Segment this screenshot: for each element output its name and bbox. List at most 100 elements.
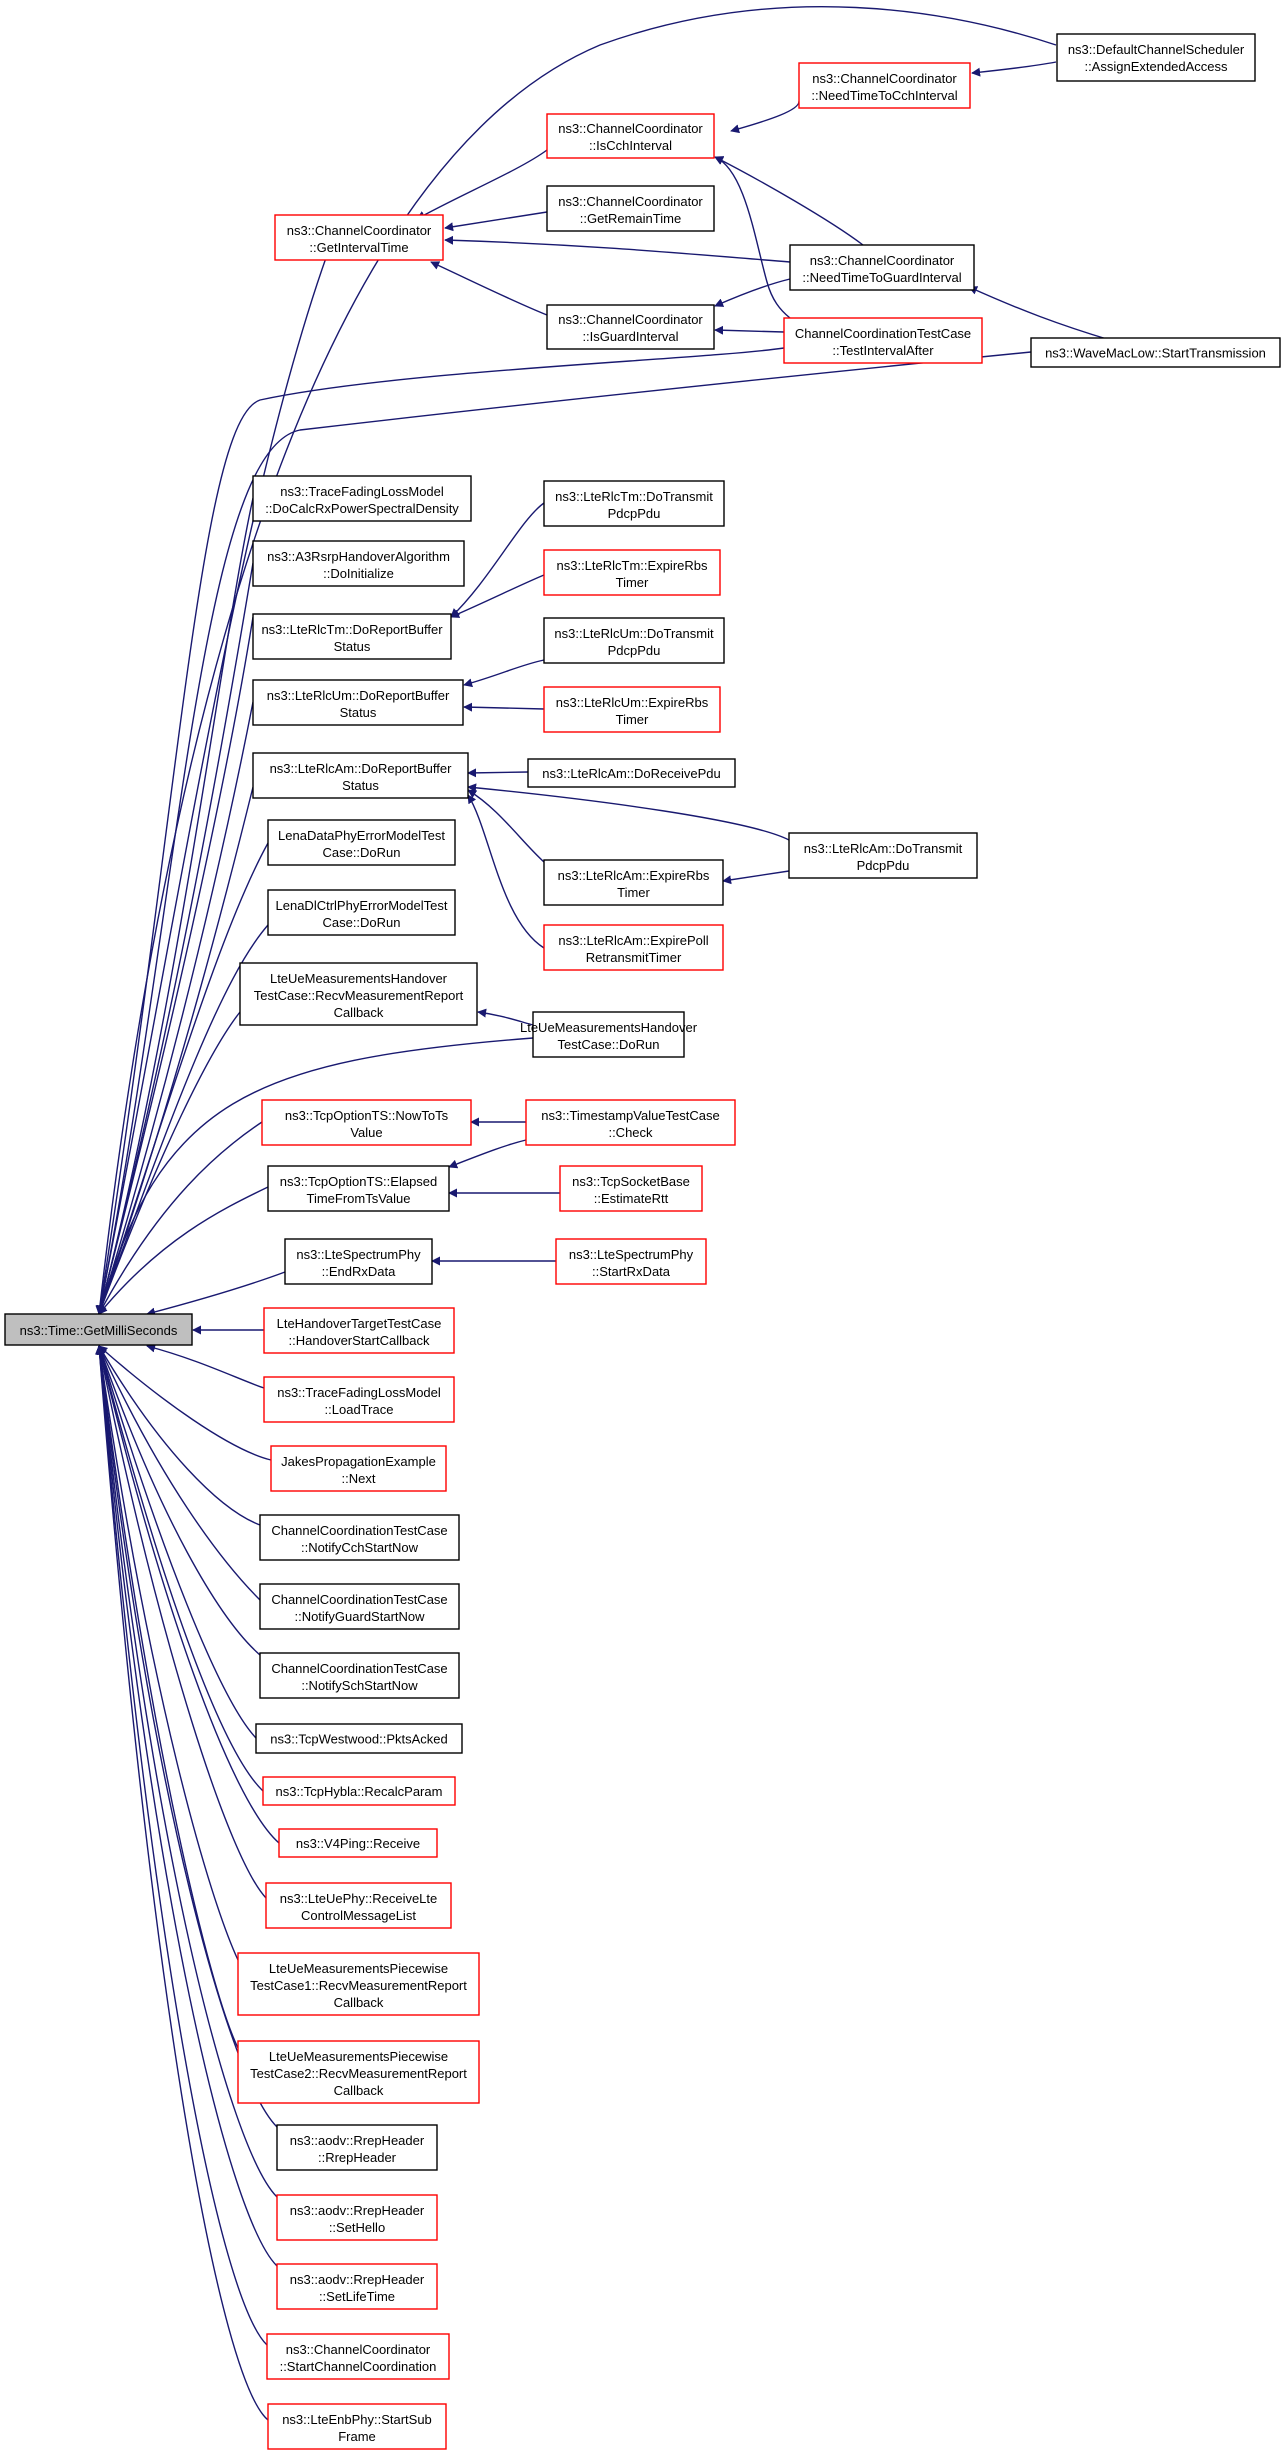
node-isg-line-1: ns3::ChannelCoordinator [558,312,703,327]
node-th[interactable]: ns3::TcpHybla::RecalcParam [262,1776,456,1806]
node-ccn3-line-1: ChannelCoordinationTestCase [271,1661,447,1676]
node-amrp[interactable]: ns3::LteRlcAm::DoReceivePdu [527,758,736,788]
edge-umdt-umrb [463,659,545,688]
node-tia-line-2: ::TestIntervalAfter [832,343,934,358]
edge-ccn1-root [98,1345,261,1526]
node-tsb[interactable]: ns3::TcpSocketBase::EstimateRtt [559,1165,703,1212]
node-dcs-line-1: ns3::DefaultChannelScheduler [1068,42,1245,57]
node-tsb-line-2: ::EstimateRtt [594,1191,669,1206]
node-tcpel-line-1: ns3::TcpOptionTS::Elapsed [280,1174,438,1189]
node-jpe[interactable]: JakesPropagationExample::Next [270,1445,447,1492]
node-tsv-line-2: ::Check [608,1125,653,1140]
node-rrep2[interactable]: ns3::aodv::RrepHeader::SetHello [276,2194,438,2241]
node-tmex-line-1: ns3::LteRlcTm::ExpireRbs [557,558,708,573]
edge-rrep3-root [95,1345,278,2267]
node-grt[interactable]: ns3::ChannelCoordinator::GetRemainTime [546,185,715,232]
node-v4[interactable]: ns3::V4Ping::Receive [278,1828,438,1858]
node-jpe-line-2: ::Next [342,1471,376,1486]
edge-enb-root [95,1345,269,2421]
edge-th-root [96,1345,264,1792]
node-amep-line-1: ns3::LteRlcAm::ExpirePoll [558,933,708,948]
node-a3-line-1: ns3::A3RsrpHandoverAlgorithm [267,549,450,564]
node-scc[interactable]: ns3::ChannelCoordinator::StartChannelCoo… [266,2333,450,2380]
node-enb-line-1: ns3::LteEnbPhy::StartSub [282,2412,432,2427]
node-spend[interactable]: ns3::LteSpectrumPhy::EndRxData [284,1238,433,1285]
node-ccn3[interactable]: ChannelCoordinationTestCase::NotifySchSt… [259,1652,460,1699]
node-git[interactable]: ns3::ChannelCoordinator::GetIntervalTime [274,214,444,261]
node-lump2-line-2: TestCase2::RecvMeasurementReport [250,2066,467,2081]
node-wml-line-1: ns3::WaveMacLow::StartTransmission [1045,346,1266,361]
node-tfl2[interactable]: ns3::TraceFadingLossModel::LoadTrace [263,1376,455,1423]
node-tcpnow-line-1: ns3::TcpOptionTS::NowToTs [285,1108,449,1123]
edge-tia-root [95,347,785,1315]
node-lde-line-2: Case::DoRun [322,845,400,860]
edge-scc-root [95,1345,268,2346]
node-tfl1-line-1: ns3::TraceFadingLossModel [280,484,444,499]
node-wml[interactable]: ns3::WaveMacLow::StartTransmission [1030,337,1281,368]
node-lump1[interactable]: LteUeMeasurementsPiecewiseTestCase1::Rec… [237,1952,480,2016]
node-ccn1[interactable]: ChannelCoordinationTestCase::NotifyCchSt… [259,1514,460,1561]
node-lup[interactable]: ns3::LteUePhy::ReceiveLteControlMessageL… [265,1882,452,1929]
node-dcs-line-2: ::AssignExtendedAccess [1084,59,1228,74]
node-tsv[interactable]: ns3::TimestampValueTestCase::Check [525,1099,736,1146]
node-ntgi[interactable]: ns3::ChannelCoordinator::NeedTimeToGuard… [789,244,975,291]
node-a3[interactable]: ns3::A3RsrpHandoverAlgorithm::DoInitiali… [252,540,465,587]
node-spstart-line-2: ::StartRxData [592,1264,671,1279]
node-lhtt[interactable]: LteHandoverTargetTestCase::HandoverStart… [263,1307,455,1354]
edge-ntgi-iscch [714,156,864,246]
node-isg[interactable]: ns3::ChannelCoordinator::IsGuardInterval [546,304,715,350]
node-spstart[interactable]: ns3::LteSpectrumPhy::StartRxData [555,1238,707,1285]
node-tcpel-line-2: TimeFromTsValue [306,1191,410,1206]
node-ntgi-line-1: ns3::ChannelCoordinator [810,253,955,268]
node-lumh[interactable]: LteUeMeasurementsHandoverTestCase::RecvM… [239,962,478,1026]
edge-tmrb-root [96,616,254,1315]
node-tia[interactable]: ChannelCoordinationTestCase::TestInterva… [783,317,983,364]
node-rrep3-line-1: ns3::aodv::RrepHeader [290,2272,425,2287]
node-tfl2-line-1: ns3::TraceFadingLossModel [277,1385,441,1400]
node-tfl2-line-2: ::LoadTrace [325,1402,394,1417]
node-dcs[interactable]: ns3::DefaultChannelScheduler::AssignExte… [1056,33,1256,82]
node-rrep1[interactable]: ns3::aodv::RrepHeader::RrepHeader [276,2124,438,2171]
node-tw[interactable]: ns3::TcpWestwood::PktsAcked [255,1723,463,1754]
node-ntcch-line-2: ::NeedTimeToCchInterval [811,88,957,103]
node-amrb-line-1: ns3::LteRlcAm::DoReportBuffer [270,761,453,776]
edge-tcpnow-root [98,1121,263,1315]
edge-iscch-git [416,149,548,220]
node-ntgi-line-2: ::NeedTimeToGuardInterval [802,270,961,285]
edge-umrb-root [97,701,254,1315]
edge-v4-root [96,1345,280,1844]
node-tia-line-1: ChannelCoordinationTestCase [795,326,971,341]
node-umex-line-1: ns3::LteRlcUm::ExpireRbs [556,695,709,710]
node-lump2[interactable]: LteUeMeasurementsPiecewiseTestCase2::Rec… [237,2040,480,2104]
node-rrep3-line-2: ::SetLifeTime [319,2289,395,2304]
node-iscch[interactable]: ns3::ChannelCoordinator::IsCchInterval [546,113,715,159]
node-iscch-line-2: ::IsCchInterval [589,138,672,153]
node-tfl1[interactable]: ns3::TraceFadingLossModel::DoCalcRxPower… [252,475,472,522]
node-ldc-line-2: Case::DoRun [322,915,400,930]
node-ntcch[interactable]: ns3::ChannelCoordinator::NeedTimeToCchIn… [798,62,971,109]
node-lumh-line-2: TestCase::RecvMeasurementReport [254,988,464,1003]
node-ccn2[interactable]: ChannelCoordinationTestCase::NotifyGuard… [259,1583,460,1630]
node-root-line-1: ns3::Time::GetMilliSeconds [20,1323,178,1338]
node-rrep3[interactable]: ns3::aodv::RrepHeader::SetLifeTime [276,2263,438,2310]
node-lumhr-line-2: TestCase::DoRun [558,1037,660,1052]
node-root[interactable]: ns3::Time::GetMilliSeconds [4,1313,193,1346]
node-lump1-line-2: TestCase1::RecvMeasurementReport [250,1978,467,1993]
